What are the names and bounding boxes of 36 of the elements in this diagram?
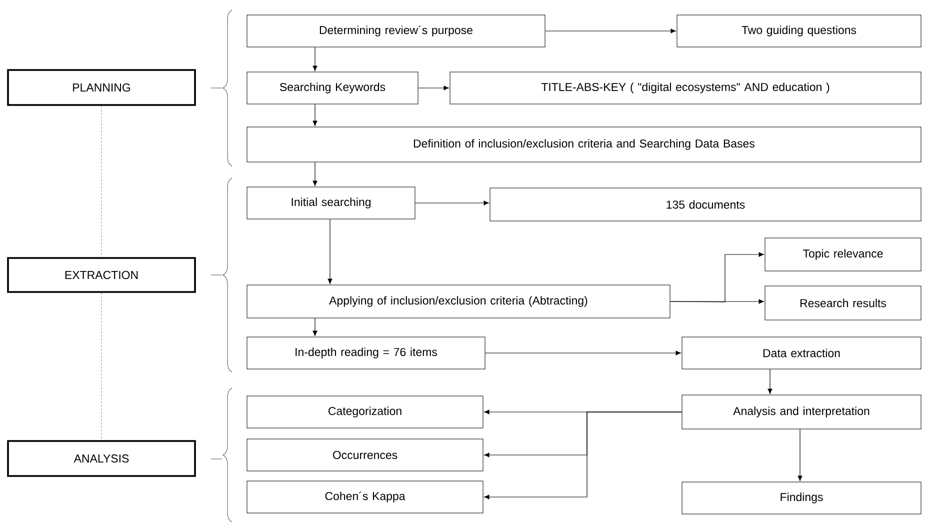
arrow: [798, 428, 802, 481]
stage-box: EXTRACTION: [7, 257, 196, 293]
process-box: Analysis and interpretation: [682, 394, 922, 430]
stage-box: PLANNING: [7, 69, 196, 106]
arrow: [312, 104, 318, 126]
process-box: Findings: [682, 482, 922, 514]
connector-line: [101, 106, 102, 258]
arrow: [670, 252, 764, 302]
arrow: [670, 299, 764, 304]
process-box: Definition of inclusion/exclusion criteria and Searching Data Bases: [246, 126, 922, 162]
process-box: 135 documents: [490, 188, 922, 222]
arrow: [768, 368, 772, 394]
process-box: Cohen´s Kappa: [246, 480, 484, 514]
stage-box: ANALYSIS: [7, 440, 196, 477]
arrow: [484, 412, 682, 500]
process-box: Data extraction: [682, 336, 922, 370]
process-box: Categorization: [246, 396, 484, 428]
arrow: [484, 350, 681, 356]
arrow: [418, 86, 449, 90]
process-box: Determining review´s purpose: [246, 14, 546, 48]
process-box: Occurrences: [246, 438, 484, 472]
process-box: Research results: [764, 286, 922, 320]
arrow: [328, 218, 332, 284]
arrow: [312, 162, 318, 186]
process-box: Initial searching: [246, 186, 416, 220]
process-box: TITLE-ABS-KEY ( "digital ecosystems" AND education ): [450, 72, 922, 104]
process-box: Applying of inclusion/exclusion criteria (Abtracting): [246, 284, 670, 318]
process-box: Two guiding questions: [676, 14, 922, 48]
arrow: [312, 46, 318, 71]
arrow: [312, 318, 318, 336]
process-box: Topic relevance: [764, 238, 922, 272]
arrow: [414, 200, 489, 206]
process-box: In-depth reading = 76 items: [246, 336, 486, 370]
connector-line: [101, 292, 102, 440]
process-box: Searching Keywords: [246, 72, 418, 104]
arrow: [544, 28, 676, 34]
